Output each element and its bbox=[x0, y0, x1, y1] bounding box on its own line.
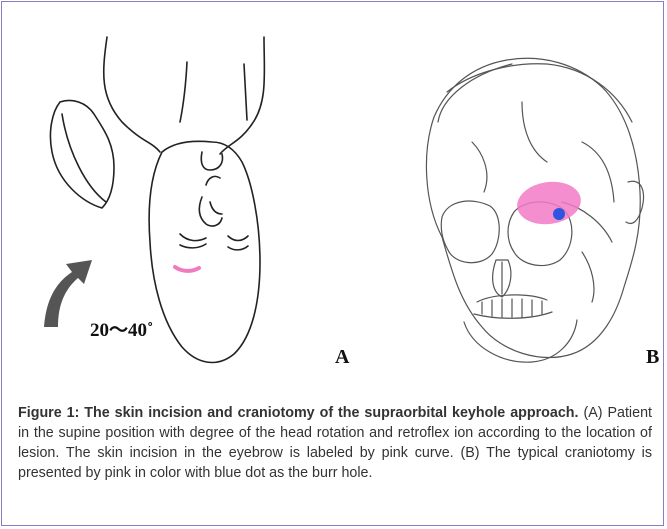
rotation-arrow bbox=[44, 260, 92, 327]
rotation-angle-label: 20～40˚ bbox=[90, 315, 153, 342]
craniotomy-area bbox=[514, 178, 583, 228]
skin-incision-curve bbox=[175, 267, 199, 271]
caption-title: Figure 1: The skin incision and cranioto… bbox=[18, 405, 579, 421]
panel-a-head-drawing bbox=[50, 37, 264, 362]
panel-b-letter: B bbox=[646, 346, 659, 369]
burr-hole-dot bbox=[553, 208, 565, 220]
figure-caption: Figure 1: The skin incision and cranioto… bbox=[18, 403, 652, 483]
panel-a-letter: A bbox=[335, 346, 349, 369]
